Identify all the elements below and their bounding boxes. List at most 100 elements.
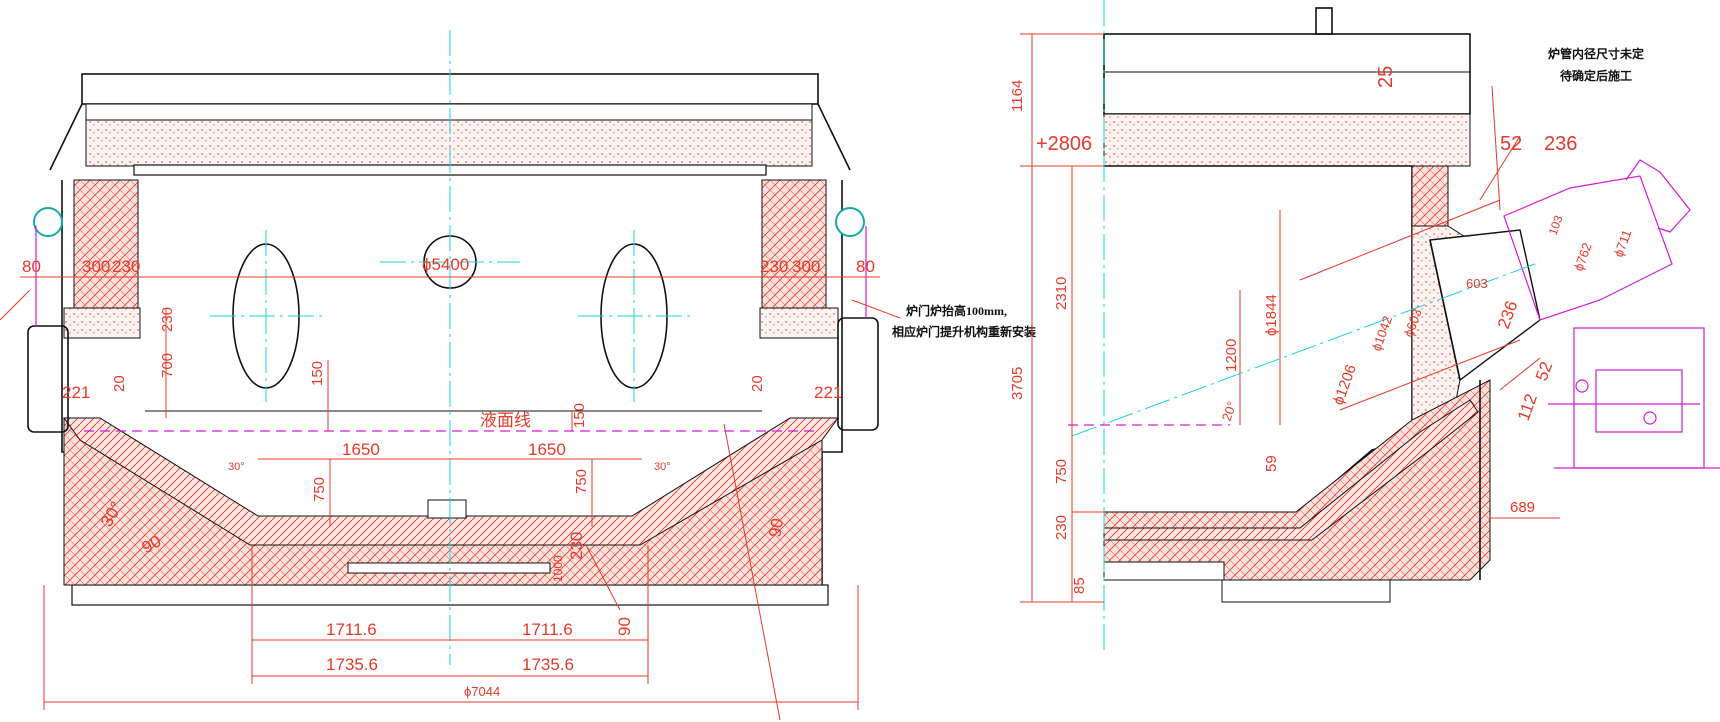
dim-1735-left: 1735.6 (326, 655, 378, 674)
door-note-line1: 炉门炉抬高100mm, (906, 303, 1007, 318)
leader-left-door (0, 289, 31, 321)
dim-90-right: 90 (765, 517, 787, 539)
right-base (1221, 579, 1391, 603)
right-dim-25: 25 (1375, 66, 1397, 88)
dim-700: 700 (159, 353, 176, 378)
right-dim-236a: 236 (1544, 133, 1577, 155)
dim-150-center: 150 (571, 403, 588, 428)
right-wall-top (1411, 165, 1449, 227)
dim-750-left: 750 (311, 477, 328, 502)
roof-rail (85, 103, 813, 121)
right-dim-phi1206: ϕ1206 (1330, 362, 1360, 407)
dim-1000: 1000 (551, 555, 565, 582)
left-burner-band (63, 307, 141, 339)
right-hearth-lining (1103, 399, 1479, 541)
right-dim-52b: 52 (1532, 359, 1556, 383)
dim-30-left: 30° (228, 461, 245, 473)
right-roof (1103, 33, 1471, 115)
dim-150: 150 (309, 361, 326, 386)
roof-insulation (85, 119, 813, 167)
right-dim-103: 103 (1546, 213, 1566, 237)
dim-r-80: 80 (856, 257, 875, 276)
leader-90r (723, 423, 781, 721)
dim-221-left: 221 (62, 383, 90, 402)
liquid-line-label: 液面线 (480, 411, 531, 430)
dim-1711-left: 1711.6 (326, 620, 377, 639)
dim-20-left: 20 (111, 375, 128, 392)
dim-221-right: 221 (814, 383, 842, 402)
right-dim-phi762: ϕ762 (1571, 241, 1595, 273)
leader-236 (1479, 135, 1521, 201)
dim-90-center: 90 (615, 617, 634, 636)
tap-hole-axis (1071, 261, 1541, 437)
dim-phi5400: ϕ5400 (422, 255, 469, 274)
right-dim-phi1042: ϕ1042 (1369, 314, 1395, 353)
right-dim-230: 230 (1053, 515, 1070, 540)
drive-gear-right (1643, 411, 1657, 425)
left-pulley (33, 207, 63, 237)
drive-unit (1595, 369, 1683, 433)
dim-230-center: 230 (567, 532, 586, 560)
dim-phi7044: ϕ7044 (464, 684, 500, 699)
right-dim-3705: 3705 (1009, 367, 1026, 400)
door-note-line2: 相应炉门提升机构重新安装 (892, 324, 1036, 339)
right-dim-1164: 1164 (1009, 80, 1026, 112)
roof-brace-right (817, 103, 851, 171)
dim-1650-left: 1650 (342, 440, 380, 459)
left-wall-upper (73, 179, 139, 311)
right-door (837, 317, 879, 431)
leader-note-right (1491, 85, 1501, 211)
right-hearth (1103, 379, 1491, 581)
right-dim-750: 750 (1053, 459, 1070, 484)
right-dim-20deg: 20° (1219, 399, 1240, 423)
right-note-line2: 待确定后施工 (1560, 68, 1632, 83)
dim-l-80: 80 (22, 257, 41, 276)
right-section-view: 1164 +2806 3705 2310 1200 750 230 85 59 … (1009, 0, 1720, 650)
dim-750-right: 750 (573, 469, 590, 494)
dim-1650-right: 1650 (528, 440, 566, 459)
right-wall-upper (761, 179, 827, 311)
right-dim-phi711: ϕ711 (1611, 228, 1635, 259)
right-dim-603: 603 (1466, 276, 1488, 291)
dim-1711-right: 1711.6 (522, 620, 573, 639)
right-note-line1: 炉管内径尺寸未定 (1548, 46, 1644, 61)
tap-hole-edge (1429, 239, 1461, 381)
dim-20-right: 20 (749, 375, 766, 392)
tap-dim-bottom (1339, 339, 1521, 411)
tap-block (427, 499, 467, 519)
left-section-view: 80 300 230 230 300 80 ϕ5400 230 700 150 … (0, 30, 1036, 721)
launder-arm (1625, 159, 1691, 233)
dim-r-300: 300 (792, 257, 820, 276)
left-door (27, 325, 69, 433)
right-dim-85: 85 (1071, 577, 1088, 594)
right-dim-689: 689 (1510, 499, 1535, 516)
dim-l-300: 300 (82, 257, 110, 276)
right-dim-112: 112 (1514, 391, 1541, 423)
right-burner-band (759, 307, 839, 339)
right-dim-1200: 1200 (1223, 339, 1240, 372)
right-dim-phi1844: ϕ1844 (1263, 294, 1280, 336)
right-roof-vent (1315, 7, 1333, 35)
dim-r-230: 230 (760, 257, 788, 276)
right-elev-2806: +2806 (1036, 133, 1092, 155)
right-base-plate (1103, 561, 1225, 581)
right-pulley (835, 207, 865, 237)
right-dim-2310: 2310 (1053, 277, 1070, 310)
dim-l-230: 230 (112, 257, 140, 276)
right-dim-52a: 52 (1500, 133, 1522, 155)
tap-dim-top (1299, 199, 1501, 281)
hearth-slot (347, 562, 551, 574)
leader-52b (1499, 357, 1541, 391)
right-roof-insulation (1103, 113, 1471, 167)
roof-brace-left (49, 103, 83, 171)
drive-gear-left (1575, 379, 1589, 393)
leader-90c (585, 544, 621, 611)
dim-230: 230 (159, 307, 176, 332)
tilting-frame (1573, 327, 1705, 469)
leader-note (851, 299, 901, 319)
right-dim-59: 59 (1263, 455, 1280, 472)
dim-1735-right: 1735.6 (522, 655, 574, 674)
launder-body (1503, 175, 1673, 321)
